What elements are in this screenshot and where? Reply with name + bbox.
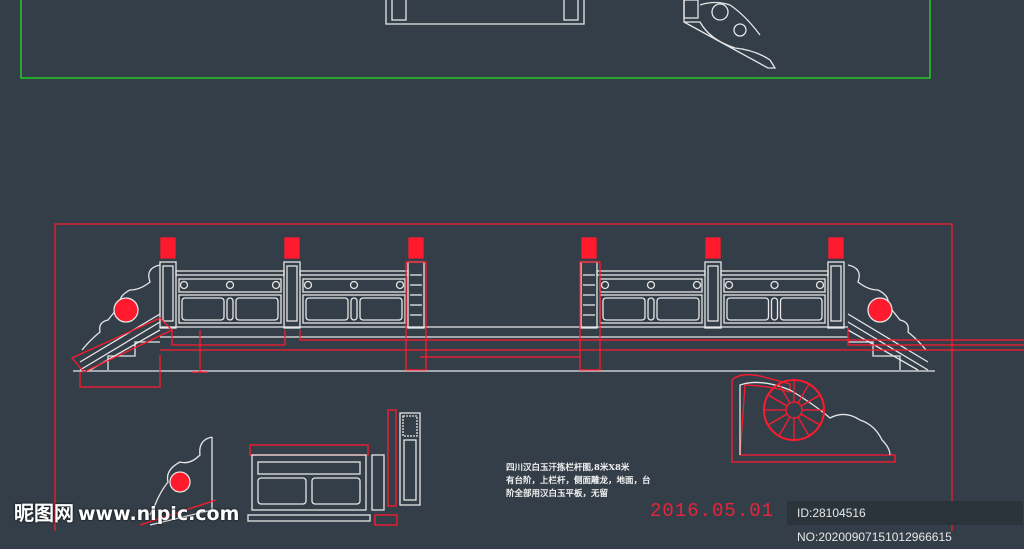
railing-panel-detail <box>247 444 371 522</box>
wheel-spoke <box>778 416 791 436</box>
railing-post <box>827 261 845 329</box>
wheel-spoke <box>768 394 788 407</box>
top-ornament-detail <box>683 0 777 69</box>
note-line: 阶全部用汉白玉平板，无留 <box>506 489 609 499</box>
post-cap <box>408 237 424 259</box>
wheel-spoke <box>768 413 788 426</box>
bottom-frame <box>54 223 953 531</box>
wheel-spoke <box>778 384 791 404</box>
dimension-lines <box>70 261 1024 388</box>
ornamental-balls <box>113 297 893 323</box>
wheel-spoke <box>797 416 810 436</box>
railing-panel <box>596 270 706 324</box>
note-line: 有台阶，上栏杆，侧面雕龙，地面，台 <box>506 476 651 486</box>
wheel-spoke <box>800 394 820 407</box>
top-panel-detail <box>385 0 585 25</box>
railing-post <box>704 261 722 329</box>
railing-post <box>283 261 301 329</box>
corner-ornament-detail <box>139 436 217 526</box>
cad-drawing-canvas[interactable] <box>0 0 1024 531</box>
top-frame <box>20 0 931 79</box>
watermark-url: www.nipic.com <box>78 503 240 525</box>
railing-panel <box>720 270 829 324</box>
drawing-note: 四川汉白玉汗拣栏杆图,8米X8米 有台阶，上栏杆，侧面雕龙，地面，台 阶全部用汉… <box>506 462 651 501</box>
wheel-spoke <box>800 413 820 426</box>
post-cap <box>581 237 597 259</box>
post-cap <box>160 237 176 259</box>
wheel-ornament-detail <box>731 374 896 463</box>
ground-and-steps <box>73 264 935 372</box>
post-cap <box>828 237 844 259</box>
post-detail <box>371 409 421 526</box>
drawing-date: 2016.05.01 <box>650 500 775 522</box>
railing-panel <box>299 270 409 324</box>
railing-elevation <box>159 237 845 329</box>
watermark-id: ID:28104516 NO:20200907151012966615 <box>787 501 1023 544</box>
post-cap <box>284 237 300 259</box>
post-cap <box>705 237 721 259</box>
railing-panel <box>175 270 285 324</box>
note-line: 四川汉白玉汗拣栏杆图,8米X8米 <box>506 463 630 473</box>
railing-post <box>159 261 177 329</box>
watermark-site-name: 昵图网 <box>14 501 74 525</box>
wheel-spoke <box>797 384 810 404</box>
